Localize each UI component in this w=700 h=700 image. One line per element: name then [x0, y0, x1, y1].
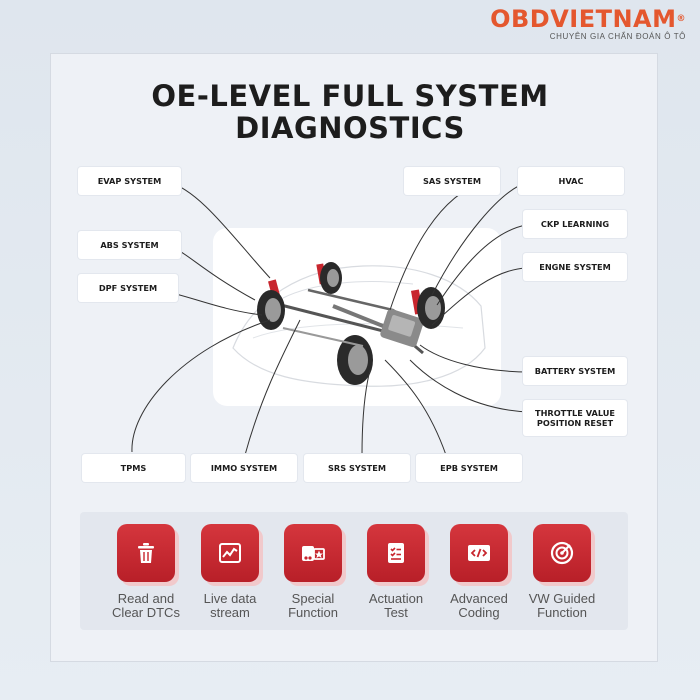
car-chassis-illustration: [232, 262, 486, 387]
function-advanced-coding: Advanced Coding: [439, 524, 519, 620]
wheel-front-left: [337, 335, 373, 385]
label-tpms: TPMS: [82, 454, 185, 482]
function-live-data-stream: Live data stream: [190, 524, 270, 620]
wheel-front-right: [417, 287, 445, 329]
brand-tagline: CHUYÊN GIA CHẨN ĐOÁN Ô TÔ: [549, 32, 686, 41]
label-engine-system: ENGNE SYSTEM: [523, 253, 627, 281]
label-sas-system: SAS SYSTEM: [404, 167, 500, 195]
label-abs-system: ABS SYSTEM: [78, 231, 181, 259]
checklist-icon: [367, 524, 425, 582]
target-icon: [533, 524, 591, 582]
function-label-line-1: VW Guided: [528, 591, 596, 606]
brand-name-obd: OBD: [490, 5, 551, 33]
label-battery-system: BATTERY SYSTEM: [523, 357, 627, 385]
car-chassis-image: [213, 228, 501, 406]
wheel-rear-left: [257, 290, 285, 330]
function-label-line-2: Test: [384, 605, 408, 620]
label-srs-system: SRS SYSTEM: [304, 454, 410, 482]
function-label-line-2: Coding: [458, 605, 500, 620]
function-actuation-test: Actuation Test: [356, 524, 436, 620]
label-throttle-line-1: THROTTLE VALUE: [534, 408, 615, 418]
function-label-line-2: Clear DTCs: [112, 605, 180, 620]
function-special-function: Special Function: [273, 524, 353, 620]
label-epb-system: EPB SYSTEM: [416, 454, 522, 482]
label-hvac: HVAC: [518, 167, 624, 195]
label-immo-system: IMMO SYSTEM: [191, 454, 297, 482]
car-star-icon: [284, 524, 342, 582]
brand-name-vietnam: VIETNAM: [550, 5, 677, 33]
function-label-line-1: Advanced: [450, 591, 508, 606]
function-label-line-2: Function: [288, 605, 338, 620]
function-label-line-1: Actuation: [368, 591, 424, 606]
function-vw-guided-function: VW Guided Function: [522, 524, 602, 620]
label-throttle-value-reset: THROTTLE VALUE POSITION RESET: [523, 400, 627, 436]
page-title: OE-LEVEL FULL SYSTEM DIAGNOSTICS: [0, 80, 700, 144]
function-read-clear-dtcs: Read and Clear DTCs: [106, 524, 186, 620]
wheel-rear-right: [320, 262, 342, 294]
label-throttle-line-2: POSITION RESET: [536, 418, 614, 428]
label-ckp-learning: CKP LEARNING: [523, 210, 627, 238]
chart-icon: [201, 524, 259, 582]
function-label-line-1: Read and: [117, 591, 175, 606]
function-label-line-2: Function: [537, 605, 587, 620]
trash-icon: [117, 524, 175, 582]
function-label-line-2: stream: [210, 605, 250, 620]
title-line-2: DIAGNOSTICS: [235, 111, 465, 145]
label-dpf-system: DPF SYSTEM: [78, 274, 178, 302]
brand-logo: OBDVIETNAM® CHUYÊN GIA CHẨN ĐOÁN Ô TÔ: [490, 6, 686, 41]
function-label-line-1: Special: [291, 591, 335, 606]
title-line-1: OE-LEVEL FULL SYSTEM: [151, 79, 549, 113]
function-label-line-1: Live data: [203, 591, 257, 606]
brand-registered: ®: [676, 14, 686, 24]
code-icon: [450, 524, 508, 582]
label-evap-system: EVAP SYSTEM: [78, 167, 181, 195]
